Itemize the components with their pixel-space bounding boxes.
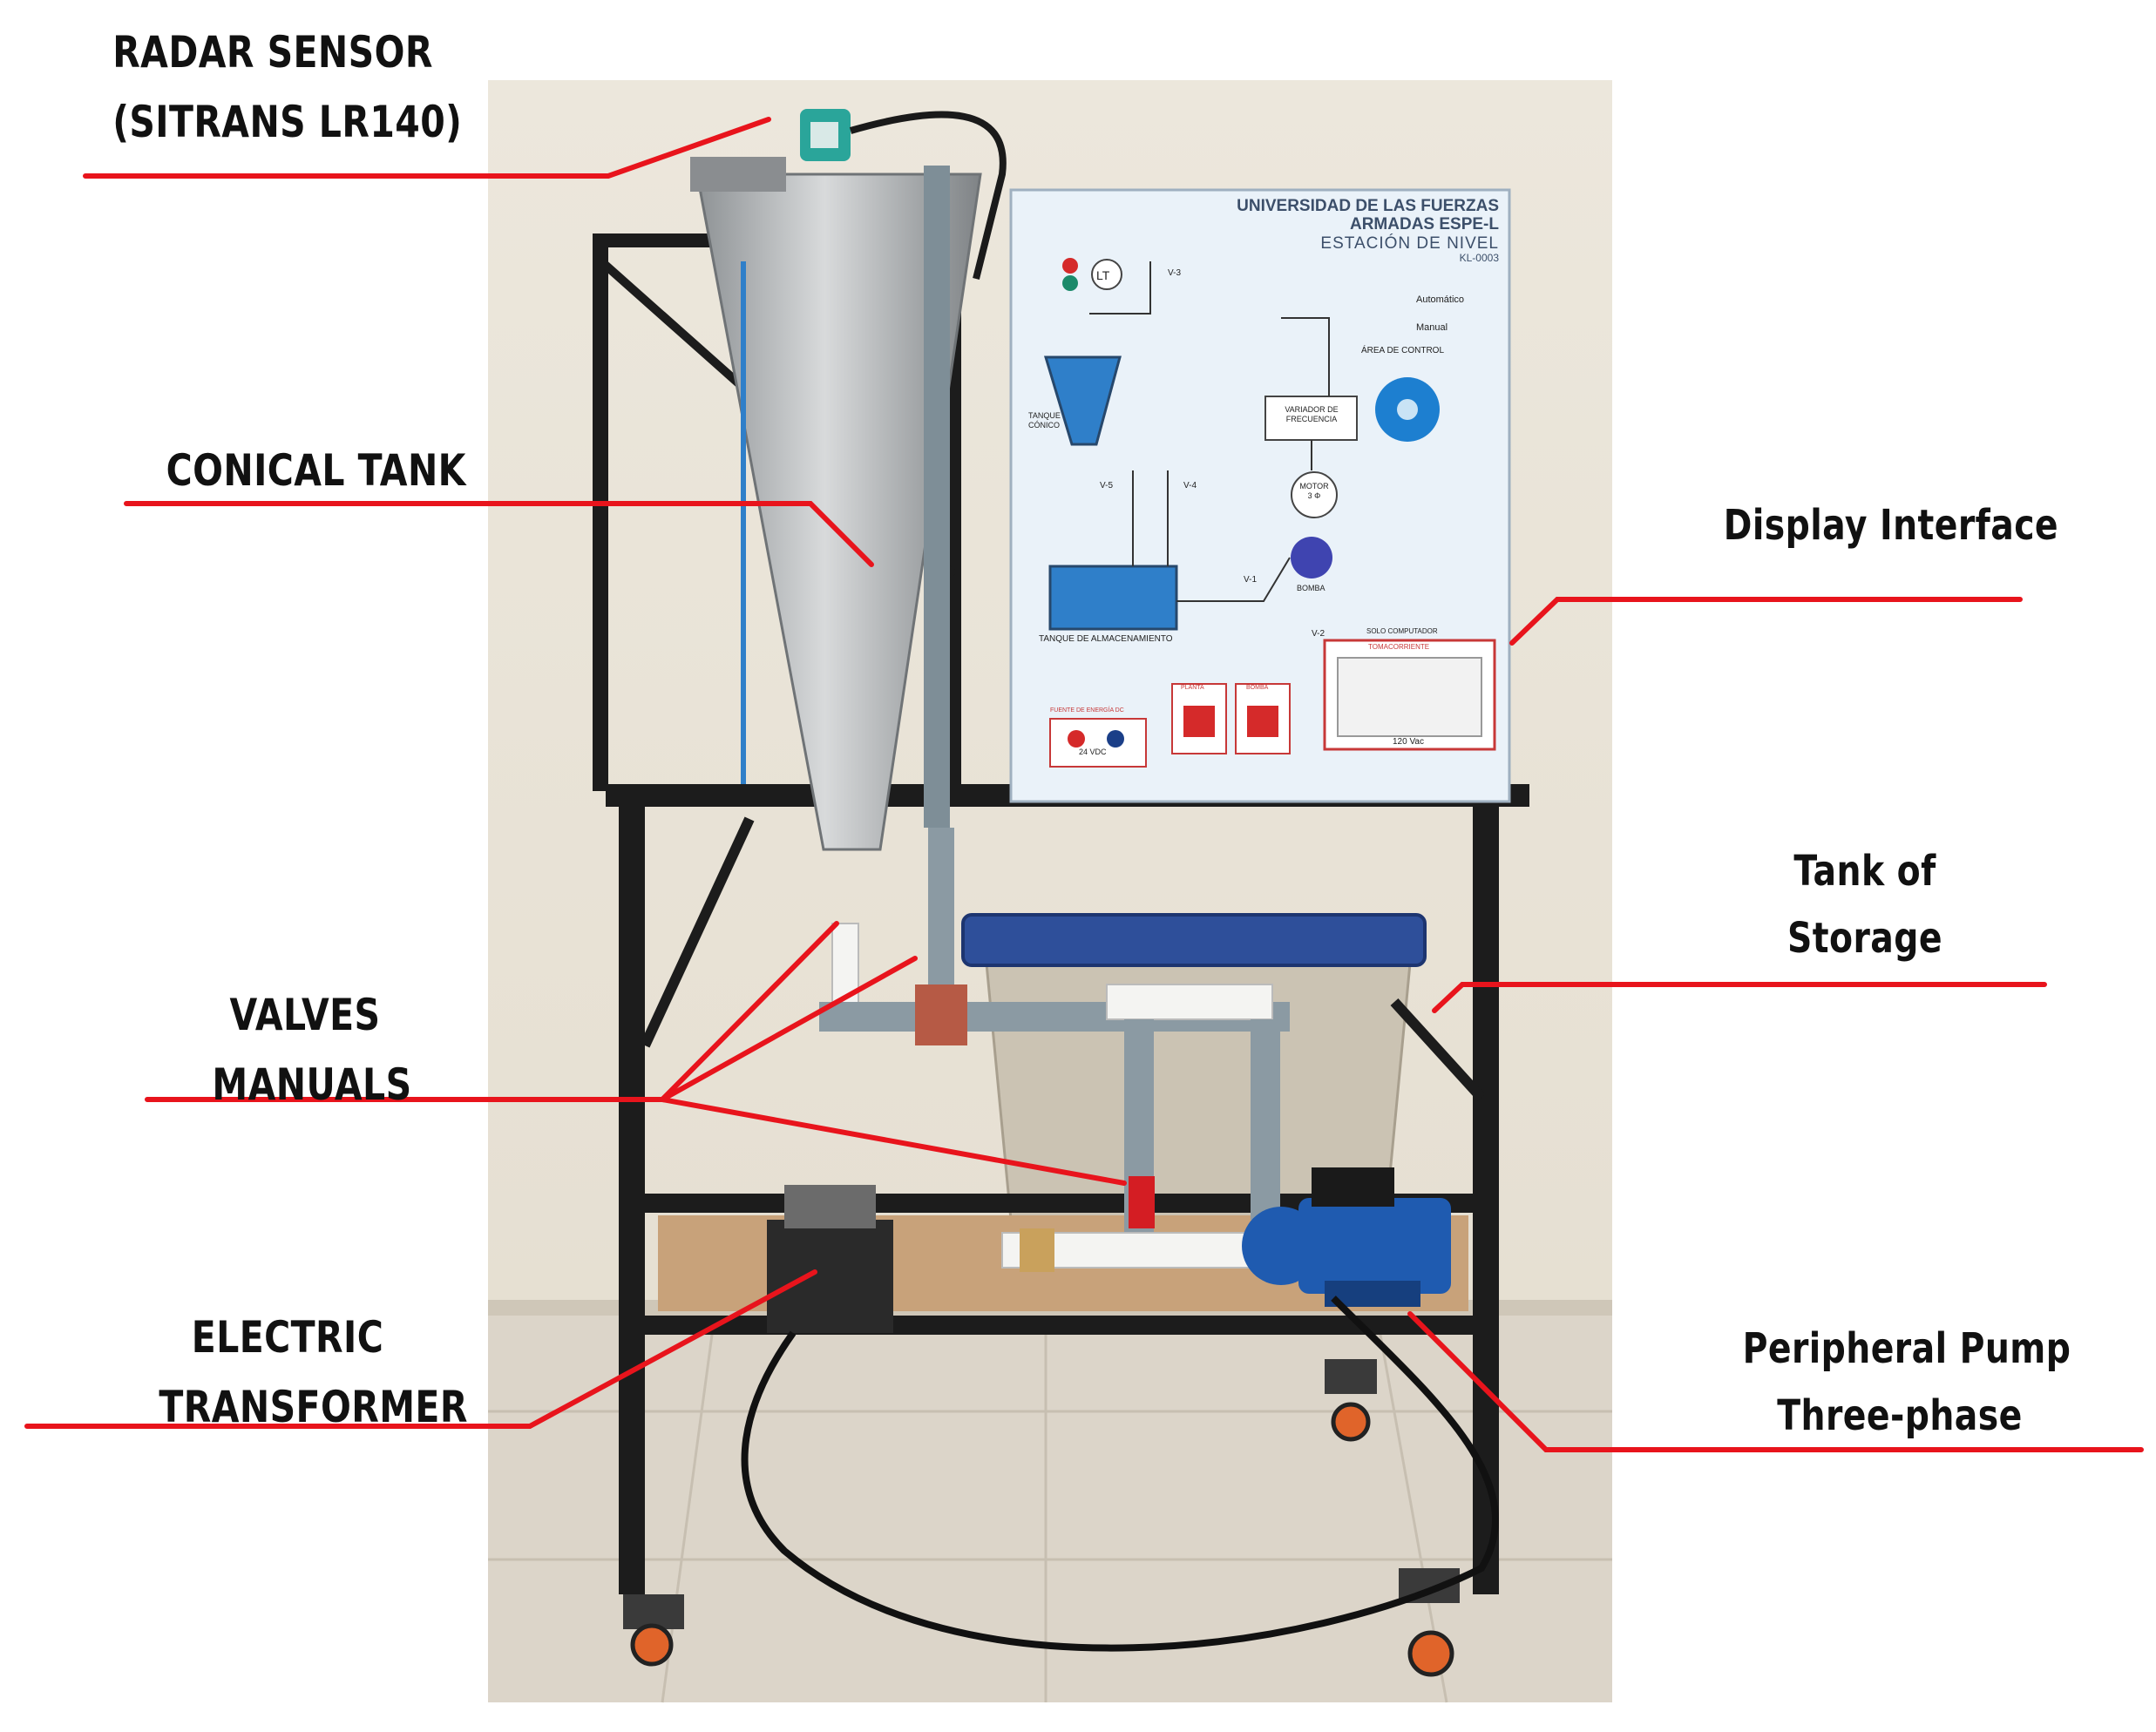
electric-transformer [767,1185,893,1333]
panel-v5: V-5 [1100,481,1114,491]
label-radar-line-2: (SITRANS LR140) [112,97,463,147]
panel-v2: V-2 [1312,629,1325,639]
panel-bomba-switch: BOMBA [1246,685,1269,691]
panel-station: ESTACIÓN DE NIVEL [1320,233,1499,253]
label-storage-line-2: Storage [1787,913,1942,963]
panel-v3: V-3 [1168,268,1182,278]
panel-v1: V-1 [1244,575,1258,585]
label-conical-tank: CONICAL TANK [166,436,466,505]
leader-valves-2 [660,956,918,1102]
panel-motor-2: 3 Φ [1307,491,1321,500]
display-panel [1009,188,1511,803]
label-radar-line-1: RADAR SENSOR [112,27,433,78]
panel-variador: VARIADOR DE FRECUENCIA [1268,405,1355,424]
power-cable [741,1296,1500,1652]
label-electric-transformer: ELECTRIC TRANSFORMER [159,1302,468,1442]
panel-motor: MOTOR 3 Φ [1292,482,1336,501]
panel-planta: PLANTA [1181,685,1204,691]
panel-vdc: 24 VDC [1079,748,1107,756]
leader-transformer [24,1269,817,1429]
label-transformer-line-2: TRANSFORMER [159,1382,468,1432]
panel-university-line-1: UNIVERSIDAD DE LAS FUERZAS [1237,197,1499,215]
label-valves-line-1: VALVES [229,990,381,1040]
piping [819,828,1290,1272]
label-manual-valves: VALVES MANUALS [212,980,412,1120]
label-storage-tank: Tank of Storage [1780,838,1951,972]
label-pump-line-2: Three-phase [1777,1390,2023,1440]
peripheral-pump [1242,1167,1451,1307]
leader-valves-3 [660,1097,1127,1186]
panel-bomba: BOMBA [1297,584,1325,592]
panel-automatico: Automático [1416,294,1465,305]
panel-variador-2: FRECUENCIA [1285,414,1338,423]
leader-radar-sensor [83,117,771,179]
panel-solo-computador: SOLO COMPUTADOR [1366,627,1438,635]
panel-tanque-conico: TANQUE CÓNICO [1028,411,1061,430]
leader-storage-tank [1432,982,2047,1013]
panel-university-line-2: ARMADAS ESPE-L [1349,215,1499,234]
leader-pump [1407,1311,2144,1452]
panel-manual: Manual [1416,322,1448,333]
caster-wheels [623,1359,1460,1677]
label-display-interface: Display Interface [1723,492,2059,559]
panel-variador-1: VARIADOR DE [1285,405,1339,414]
panel-motor-1: MOTOR [1299,482,1329,491]
panel-tanque-conico-2: CÓNICO [1028,420,1060,430]
panel-almacenamiento: TANQUE DE ALMACENAMIENTO [1039,634,1173,644]
panel-area-control: ÁREA DE CONTROL [1361,346,1445,355]
label-peripheral-pump: Peripheral Pump Three-phase [1742,1316,2071,1450]
panel-header: UNIVERSIDAD DE LAS FUERZAS ARMADAS ESPE-… [1185,197,1499,264]
label-radar-sensor: RADAR SENSOR (SITRANS LR140) [112,17,463,157]
panel-tomacorriente: TOMACORRIENTE [1368,643,1430,651]
panel-fuente: FUENTE DE ENERGÍA DC [1050,707,1124,714]
leader-display-interface [1509,597,2023,646]
label-transformer-line-1: ELECTRIC [191,1312,384,1363]
leader-lines [24,117,2144,1452]
label-valves-line-2: MANUALS [212,1059,412,1110]
label-pump-line-1: Peripheral Pump [1742,1324,2071,1373]
label-storage-line-1: Tank of [1793,847,1936,896]
label-conical-text: CONICAL TANK [166,445,466,496]
label-display-text: Display Interface [1723,501,2059,550]
panel-120vac: 120 Vac [1393,737,1424,747]
conical-tank [690,157,982,851]
radar-sensor [800,109,1007,280]
panel-v4: V-4 [1183,481,1197,491]
panel-code: KL-0003 [1459,251,1499,264]
leader-conical-tank [124,501,874,567]
panel-tanque-conico-1: TANQUE [1028,411,1061,420]
panel-lt: LT [1096,268,1110,282]
